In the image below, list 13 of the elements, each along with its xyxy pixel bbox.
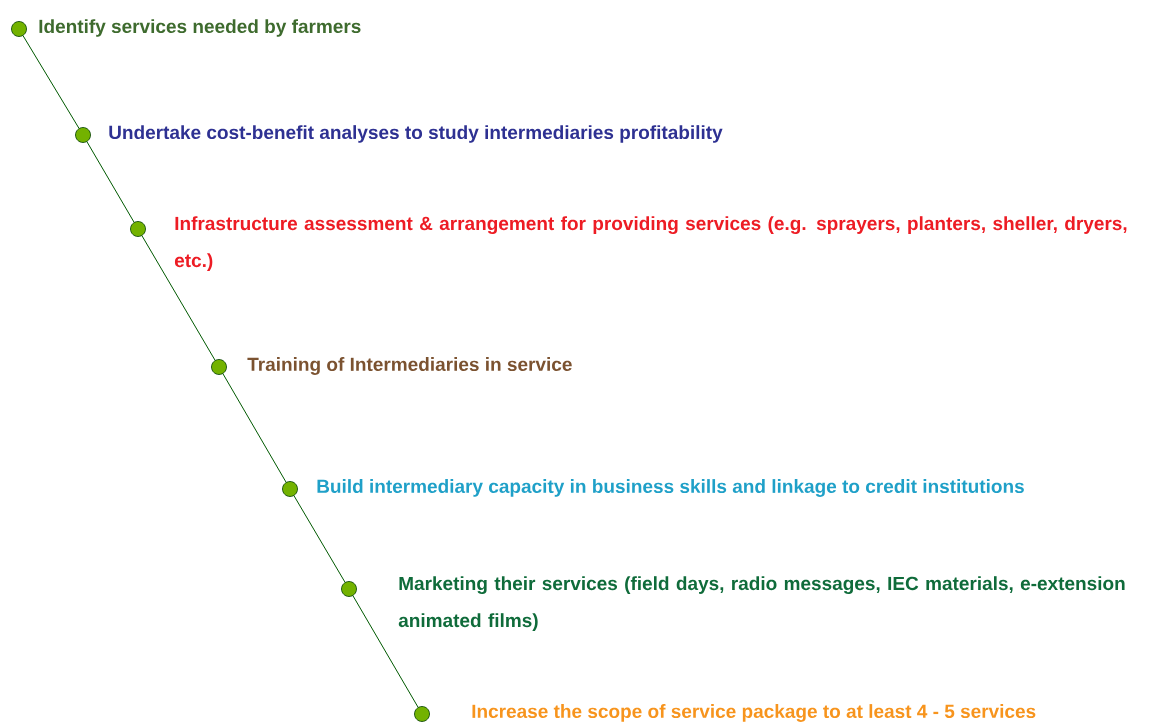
connector-line <box>293 495 346 583</box>
step-text: Infrastructure assessment & arrangement for providing services (e.g. sprayers, planters, sheller, dryers, etc.) <box>174 216 1127 271</box>
connector-line <box>352 595 419 708</box>
connector-line <box>22 35 80 129</box>
step-text: Build intermediary capacity in business skills and linkage to credit institutions <box>317 479 1024 497</box>
step-text: Training of Intermediaries in service <box>247 357 572 375</box>
step-text: Undertake cost-benefit analyses to study intermediaries profitability <box>109 125 723 143</box>
connector-line <box>141 235 216 361</box>
step-text: Increase the scope of service package to at least 4 - 5 services <box>472 704 1036 722</box>
connector-line <box>86 141 135 223</box>
step-text: Marketing their services (field days, radio messages, IEC materials, e-extension animated films) <box>398 576 1125 631</box>
step-text: Identify services needed by farmers <box>39 19 361 37</box>
connector-line <box>222 373 287 483</box>
